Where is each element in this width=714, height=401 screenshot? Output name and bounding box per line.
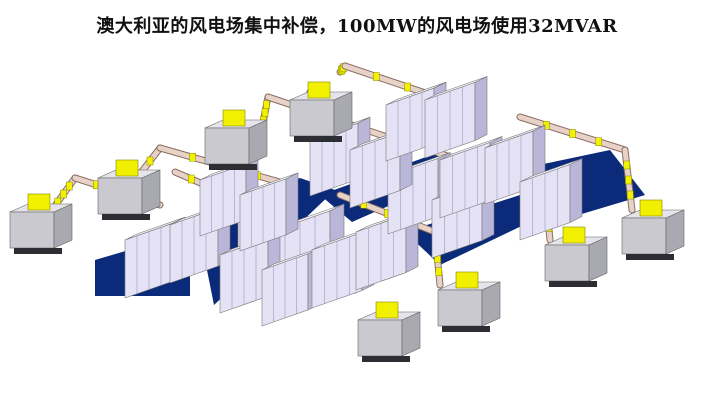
cabinet-side <box>474 76 488 141</box>
cabinet-side <box>285 172 299 236</box>
transformer-side <box>401 311 421 357</box>
transformer-base <box>102 214 150 220</box>
cabinet-side <box>569 158 583 223</box>
insulator <box>261 108 269 117</box>
insulator <box>595 137 602 146</box>
transformer-terminal-box <box>375 301 399 319</box>
insulator <box>373 72 380 81</box>
transformer-side <box>481 281 501 327</box>
transformer-terminal-box <box>307 81 331 99</box>
transformer-terminal-box <box>562 226 586 244</box>
transformer-terminal-box <box>115 159 139 177</box>
transformer-base <box>626 254 674 260</box>
transformer-base <box>362 356 410 362</box>
insulator <box>60 189 67 199</box>
transformer-base <box>442 326 490 332</box>
transformer-side <box>665 209 685 255</box>
transformer-front <box>289 99 335 137</box>
insulator <box>623 160 630 170</box>
transformer-units <box>9 81 685 362</box>
transformer-side <box>141 169 161 215</box>
transformer-base <box>549 281 597 287</box>
insulator <box>625 175 632 185</box>
switchgear-cabinet <box>424 76 488 159</box>
insulator <box>263 100 270 109</box>
switchgear-cabinet <box>311 226 375 309</box>
insulator <box>146 156 154 166</box>
insulator <box>404 82 411 92</box>
transformer <box>9 193 73 254</box>
switchgear-cabinet <box>239 172 299 252</box>
diagram-title: 澳大利亚的风电场集中补偿，100MW的风电场使用32MVAR <box>96 16 618 37</box>
transformer <box>289 81 353 142</box>
transformer-front <box>621 217 667 255</box>
insulator <box>435 267 442 276</box>
transformer-front <box>544 244 590 282</box>
transformer <box>204 109 268 170</box>
transformer <box>357 301 421 362</box>
transformer-front <box>204 127 250 165</box>
transformer-front <box>357 319 403 357</box>
transformer-side <box>333 91 353 137</box>
transformer-terminal-box <box>222 109 246 127</box>
transformer-base <box>14 248 62 254</box>
transformer <box>97 159 161 220</box>
transformer-front <box>97 177 143 215</box>
transformer-front <box>9 211 55 249</box>
insulator <box>66 181 73 191</box>
transformer-base <box>294 136 342 142</box>
insulator <box>569 129 576 138</box>
transformer-terminal-box <box>455 271 479 289</box>
transformer <box>621 199 685 260</box>
transformer <box>437 271 501 332</box>
transformer-terminal-box <box>639 199 663 217</box>
insulator <box>627 190 634 200</box>
switchgear-cabinet <box>519 158 583 241</box>
transformer-front <box>437 289 483 327</box>
transformer-side <box>588 236 608 282</box>
insulator <box>543 121 550 130</box>
transformer-terminal-box <box>27 193 51 211</box>
cabinet-rows <box>124 76 583 327</box>
transformer-side <box>248 119 268 165</box>
insulator <box>188 174 195 184</box>
insulator <box>189 153 196 162</box>
transformer-base <box>209 164 257 170</box>
transformer <box>544 226 608 287</box>
transformer-side <box>53 203 73 249</box>
